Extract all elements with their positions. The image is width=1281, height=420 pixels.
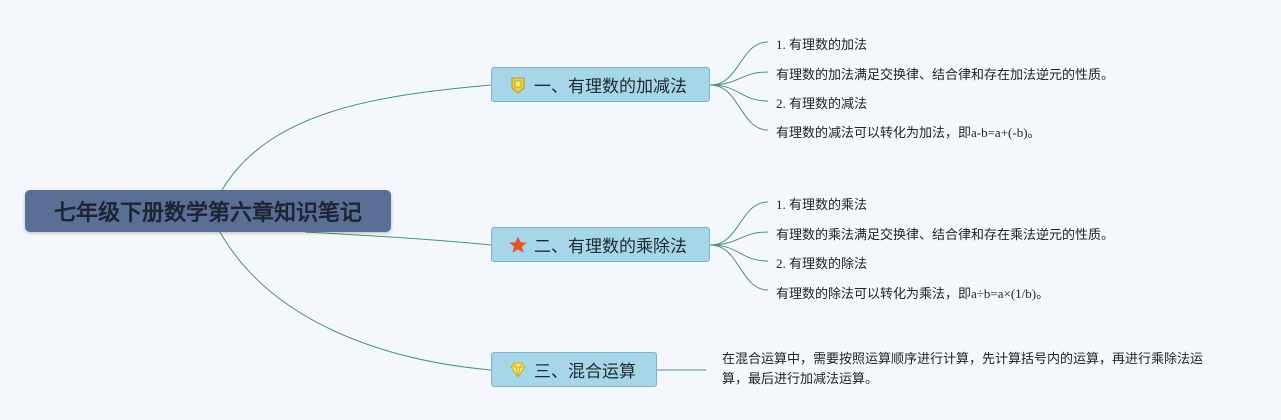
- leaf-item[interactable]: 2. 有理数的减法: [776, 96, 868, 111]
- leaf-item[interactable]: 有理数的减法可以转化为加法，即a-b=a+(-b)。: [776, 125, 1041, 140]
- link-b1-leaf-2: [709, 71, 769, 86]
- leaf-item[interactable]: 1. 有理数的乘法: [776, 197, 868, 212]
- leaf-item[interactable]: 2. 有理数的除法: [776, 256, 868, 271]
- leaf-item[interactable]: 有理数的除法可以转化为乘法，即a÷b=a×(1/b)。: [776, 286, 1050, 301]
- branch-add-subtract[interactable]: 一、有理数的加减法: [491, 67, 710, 102]
- leaf-item[interactable]: 有理数的乘法满足交换律、结合律和存在乘法逆元的性质。: [776, 227, 1115, 242]
- link-b2-leaf-4: [709, 244, 769, 291]
- branch-label: 一、有理数的加减法: [534, 77, 687, 97]
- link-root-branch-1: [221, 84, 492, 191]
- link-b2-leaf-1: [709, 201, 769, 246]
- leaf-item[interactable]: 1. 有理数的加法: [776, 37, 868, 52]
- branch-label: 二、有理数的乘除法: [534, 237, 687, 257]
- star-icon: [508, 235, 528, 255]
- link-b2-leaf-3: [709, 244, 769, 262]
- diamond-icon: [508, 360, 528, 380]
- link-b2-leaf-2: [709, 231, 769, 246]
- link-b1-leaf-4: [709, 84, 769, 131]
- branch-mixed-operations[interactable]: 三、混合运算: [491, 352, 657, 387]
- link-b1-leaf-3: [709, 84, 769, 102]
- leaf-item[interactable]: 有理数的加法满足交换律、结合律和存在加法逆元的性质。: [776, 67, 1115, 82]
- branch-multiply-divide[interactable]: 二、有理数的乘除法: [491, 227, 710, 262]
- branch-label: 三、混合运算: [534, 362, 636, 382]
- link-b1-leaf-1: [709, 41, 769, 86]
- mixed-operations-text[interactable]: 在混合运算中，需要按照运算顺序进行计算，先计算括号内的运算，再进行乘除法运算，最…: [722, 352, 1204, 387]
- root-topic[interactable]: 七年级下册数学第六章知识笔记: [25, 190, 391, 232]
- link-root-branch-3: [219, 231, 492, 371]
- link-root-branch-2: [304, 231, 492, 246]
- root-title: 七年级下册数学第六章知识笔记: [53, 201, 362, 226]
- badge-icon: [508, 75, 528, 95]
